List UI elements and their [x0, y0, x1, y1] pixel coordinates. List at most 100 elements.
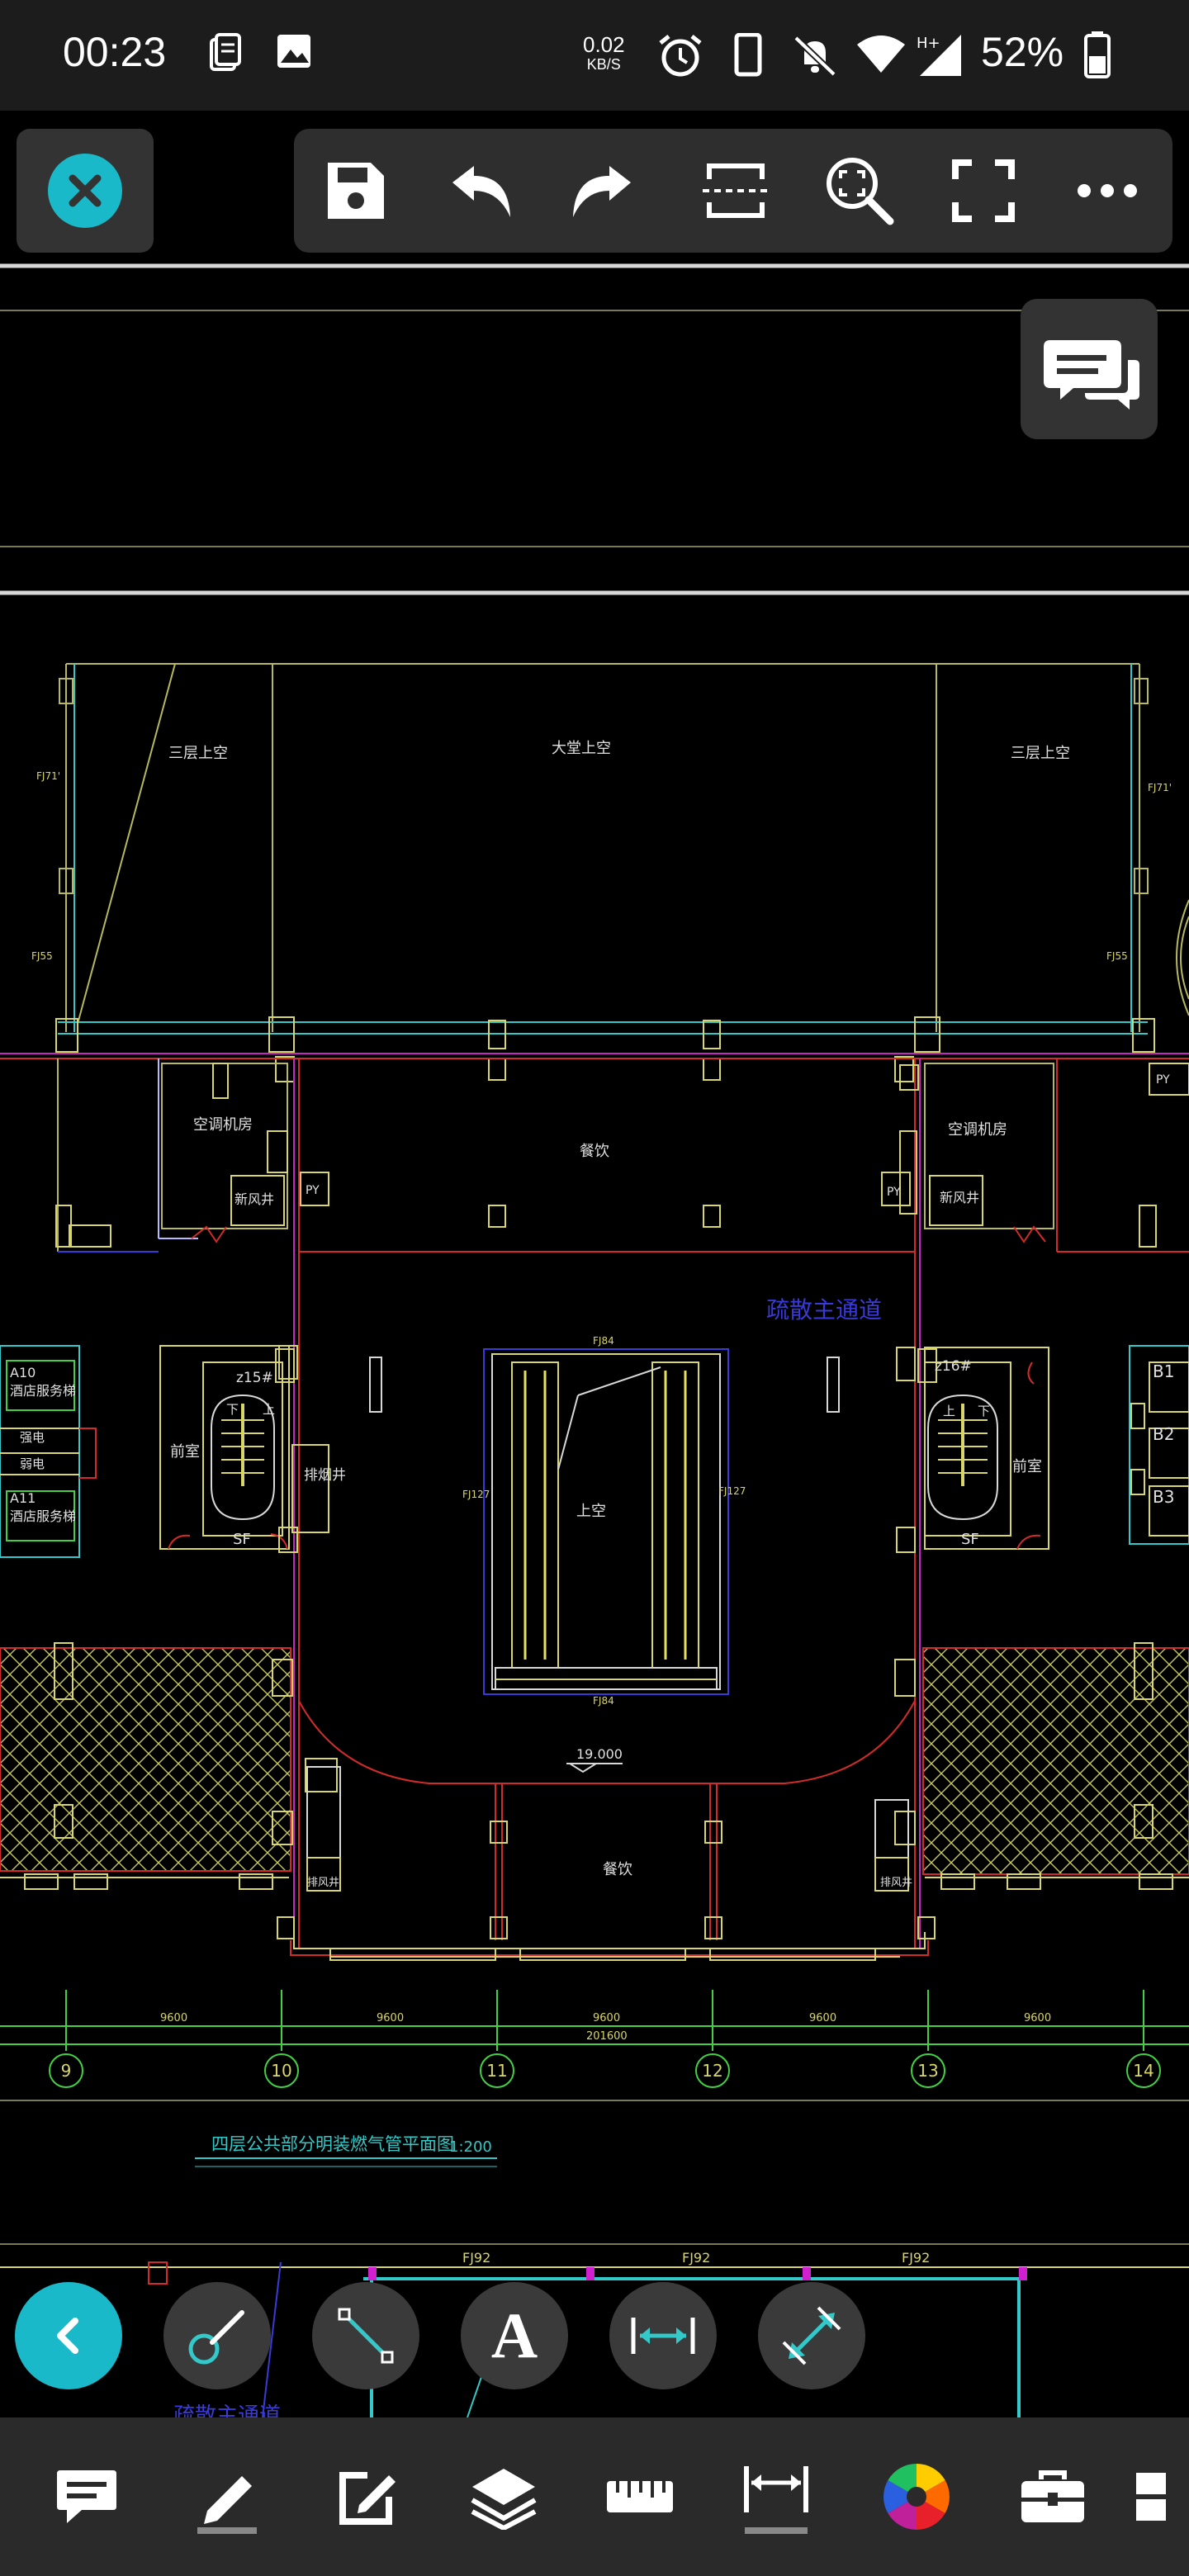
hatched-area-right: [922, 1647, 1189, 1875]
dimension-4: 9600: [809, 2012, 836, 2024]
room-ac-room-right: 空调机房: [948, 1121, 1007, 1139]
right-service-rooms: [874, 1063, 1189, 1892]
room-ac-room-left: 空调机房: [193, 1116, 253, 1134]
measure-icon: [744, 2466, 808, 2534]
line-tool-button[interactable]: [312, 2282, 419, 2389]
tag-fj92-2: FJ92: [682, 2250, 710, 2266]
tag-fj127-right: FJ127: [718, 1485, 746, 1497]
tools-bar: [294, 129, 1172, 253]
aligned-dimension-tool-button[interactable]: [758, 2282, 865, 2389]
zoom-window-icon: [827, 158, 894, 225]
color-wheel-button[interactable]: [863, 2417, 970, 2576]
label-py-far-right: PY: [1156, 1073, 1170, 1087]
tag-fj92-3: FJ92: [902, 2250, 930, 2266]
brush-tool-button[interactable]: [163, 2282, 271, 2389]
dimension-icon: [631, 2318, 695, 2354]
measure-button[interactable]: [722, 2417, 830, 2576]
dimension-3: 9600: [593, 2012, 620, 2024]
pen-button[interactable]: [173, 2417, 281, 2576]
label-b2: B2: [1153, 1424, 1174, 1444]
room-exhaust-left: 排风井: [307, 1877, 339, 1889]
aligned-dimension-icon: [782, 2306, 841, 2365]
signal-icon: H+: [917, 35, 961, 76]
ruler-icon: [607, 2481, 673, 2512]
left-service-rooms: [0, 1063, 341, 1892]
dimension-5: 9600: [1024, 2012, 1051, 2024]
battery-icon: [1084, 31, 1111, 78]
save-icon: [328, 163, 384, 219]
redo-button[interactable]: [550, 129, 657, 253]
comment-button[interactable]: [33, 2417, 140, 2576]
drawing-title: 四层公共部分明装燃气管平面图: [211, 2134, 454, 2154]
dimension-1: 9600: [160, 2012, 187, 2024]
toolbox-button[interactable]: [999, 2417, 1106, 2576]
tag-fj71-left: FJ71': [36, 770, 60, 782]
label-a11-code: A11: [10, 1490, 36, 1506]
dimension-tool-button[interactable]: [609, 2282, 717, 2389]
room-exhaust-right: 排风井: [880, 1877, 912, 1889]
fullscreen-icon: [952, 159, 1015, 222]
interior-columns: [275, 1348, 937, 1940]
tag-fj71-right: FJ71': [1148, 782, 1172, 793]
top-frame-lines: [0, 263, 1189, 595]
room-third-floor-void-right: 三层上空: [1011, 745, 1070, 762]
room-weak-elec: 弱电: [20, 1456, 45, 1471]
room-anteroom-right: 前室: [1012, 1458, 1042, 1475]
label-b3: B3: [1153, 1487, 1174, 1507]
svg-text:H+: H+: [917, 35, 940, 52]
room-third-floor-void-left: 三层上空: [168, 745, 228, 762]
undo-button[interactable]: [426, 129, 533, 253]
document-icon: [210, 33, 241, 71]
room-evac-route: 疏散主通道: [766, 1296, 882, 1324]
layers-icon: [471, 2469, 537, 2530]
tag-fj127-left: FJ127: [462, 1489, 490, 1500]
color-wheel-icon: [883, 2464, 950, 2530]
label-lower-evac-route: 疏散主通道: [173, 2403, 281, 2417]
section-button[interactable]: [682, 129, 789, 253]
ruler-button[interactable]: [586, 2417, 694, 2576]
axis-label-10: 10: [271, 2061, 291, 2081]
layers-button[interactable]: [450, 2417, 557, 2576]
cad-drawing-canvas[interactable]: 三层上空 大堂上空 三层上空 FJ71' FJ71' FJ55 FJ55: [0, 259, 1189, 2417]
text-tool-button[interactable]: A: [461, 2282, 568, 2389]
tag-fj55-left: FJ55: [31, 950, 53, 962]
dimension-2: 9600: [377, 2012, 404, 2024]
edit-button[interactable]: [314, 2417, 421, 2576]
axis-bubbles: [49, 2053, 1161, 2088]
room-void-center: 上空: [576, 1503, 606, 1520]
zoom-window-button[interactable]: [806, 129, 913, 253]
label-sf-right: SF: [961, 1531, 979, 1548]
toolbox-icon: [1021, 2470, 1084, 2522]
undo-icon: [452, 166, 510, 217]
label-py-left: PY: [306, 1184, 320, 1197]
room-fresh-air-left: 新风井: [234, 1191, 274, 1207]
status-time: 00:23: [63, 29, 167, 75]
comments-panel-button[interactable]: [1021, 299, 1158, 439]
lower-drawing: [0, 2243, 1189, 2417]
axis-label-11: 11: [486, 2061, 507, 2081]
label-stair-up-right: 上: [943, 1404, 955, 1418]
more-button[interactable]: [1054, 129, 1161, 253]
central-escalator-void: [483, 1348, 729, 1695]
dimension-total: 201600: [586, 2030, 628, 2043]
label-b1: B1: [1153, 1361, 1174, 1381]
line-icon: [338, 2308, 394, 2364]
room-smoke-shaft: 排烟井: [304, 1467, 346, 1484]
room-hotel-service-a10: 酒店服务梯: [10, 1383, 76, 1399]
back-button[interactable]: [15, 2282, 122, 2389]
panel-button[interactable]: [1133, 2417, 1189, 2576]
phone-icon: [734, 33, 762, 77]
edit-icon: [339, 2472, 396, 2525]
battery-percent: 52%: [981, 29, 1064, 75]
fullscreen-button[interactable]: [930, 129, 1037, 253]
back-icon: [57, 2318, 78, 2354]
close-button[interactable]: [17, 129, 154, 253]
dimension-texts: 9600 9600 9600 9600 9600 201600: [160, 2012, 1051, 2043]
panel-icon: [1136, 2473, 1166, 2521]
room-anteroom-left: 前室: [170, 1443, 200, 1461]
axis-label-12: 12: [702, 2061, 722, 2081]
save-button[interactable]: [302, 129, 410, 253]
room-strong-elec: 强电: [20, 1430, 45, 1445]
alarm-icon: [659, 35, 702, 77]
more-icon: [1078, 184, 1137, 197]
